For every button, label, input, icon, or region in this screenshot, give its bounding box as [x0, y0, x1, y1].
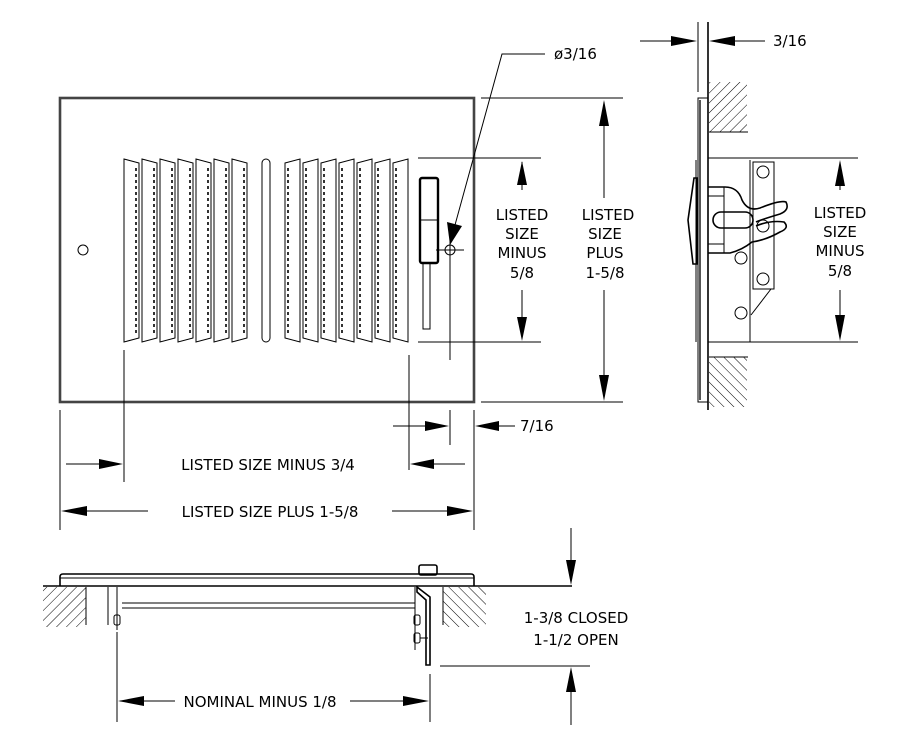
face-plate: [58, 96, 476, 404]
svg-text:MINUS: MINUS: [497, 244, 546, 262]
depth-label: 1-3/8 CLOSED 1-1/2 OPEN: [524, 609, 629, 649]
svg-text:LISTED: LISTED: [814, 204, 867, 222]
louver: [159, 158, 176, 343]
louver: [195, 158, 212, 343]
svg-text:SIZE: SIZE: [823, 223, 857, 241]
louver: [213, 158, 230, 343]
wall-hatch-bottom: [709, 357, 747, 407]
louver-group: [123, 158, 409, 343]
svg-text:5/8: 5/8: [828, 262, 852, 280]
svg-text:SIZE: SIZE: [505, 225, 539, 243]
louver: [284, 158, 301, 343]
svg-text:MINUS: MINUS: [815, 242, 864, 260]
louver: [374, 158, 391, 343]
side-view: 3/16 LISTED SI: [640, 22, 866, 410]
louver: [231, 158, 248, 343]
louver: [392, 158, 409, 343]
svg-text:PLUS: PLUS: [586, 244, 623, 262]
lever-hole: [436, 236, 464, 360]
hole-leader: [454, 53, 545, 226]
bottom-lever-tab: [418, 564, 438, 576]
front-view: ø3/16 LISTED SIZE MINUS 5/8 LISTED SIZE …: [58, 45, 635, 530]
hole-callout: ø3/16: [554, 45, 597, 63]
damper-lever[interactable]: [418, 176, 440, 330]
louver: [356, 158, 373, 343]
flange-thickness-label: 3/16: [773, 32, 807, 50]
svg-text:1-3/8 CLOSED: 1-3/8 CLOSED: [524, 609, 629, 627]
outer-height-label: LISTED SIZE PLUS 1-5/8: [582, 206, 635, 282]
louver: [338, 158, 355, 343]
side-height-label: LISTED SIZE MINUS 5/8: [814, 204, 867, 280]
wall-hatch-top: [709, 82, 747, 132]
outer-width-label: LISTED SIZE PLUS 1-5/8: [182, 503, 359, 521]
lever-offset-label: 7/16: [520, 417, 554, 435]
louver: [177, 158, 194, 343]
damper-clip: [708, 186, 788, 254]
svg-text:1-5/8: 1-5/8: [585, 264, 624, 282]
louver: [141, 158, 158, 343]
louver: [320, 158, 337, 343]
svg-text:5/8: 5/8: [510, 264, 534, 282]
screw-hole: [77, 244, 89, 256]
svg-text:LISTED: LISTED: [496, 206, 549, 224]
center-divider: [261, 158, 271, 343]
inner-width-label: LISTED SIZE MINUS 3/4: [181, 456, 355, 474]
nominal-width-label: NOMINAL MINUS 1/8: [184, 693, 337, 711]
louver: [302, 158, 319, 343]
louver: [123, 158, 140, 343]
svg-text:SIZE: SIZE: [588, 225, 622, 243]
inner-height-label: LISTED SIZE MINUS 5/8: [496, 206, 549, 282]
svg-text:LISTED: LISTED: [582, 206, 635, 224]
bottom-view: 1-3/8 CLOSED 1-1/2 OPEN NOMINAL MINUS 1/…: [43, 528, 628, 725]
svg-text:1-1/2 OPEN: 1-1/2 OPEN: [533, 631, 618, 649]
